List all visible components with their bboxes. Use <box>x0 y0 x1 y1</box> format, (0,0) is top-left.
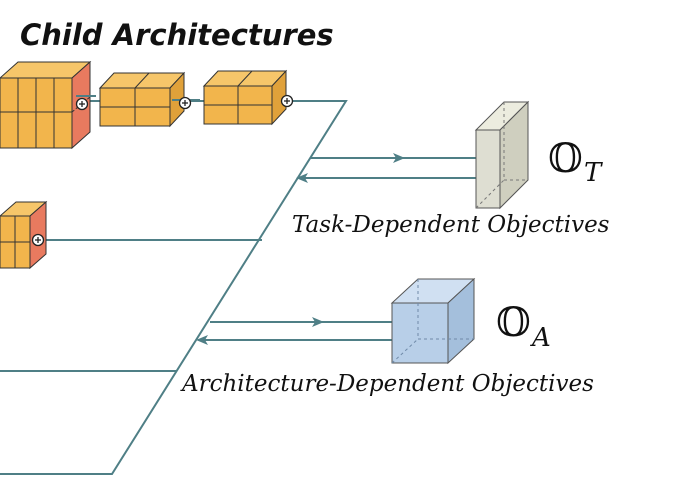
child-block-row1-b <box>98 71 186 128</box>
task-objective-box <box>474 100 530 210</box>
architecture-objective-label: Architecture-Dependent Objectives <box>180 371 594 397</box>
architecture-objective-subscript: A <box>530 323 551 353</box>
task-objective-symbol: 𝕆 <box>548 136 583 182</box>
plus-circle-icon <box>178 96 192 110</box>
plus-circle-icon <box>75 97 89 111</box>
task-objective-subscript: T <box>584 158 603 188</box>
plus-circle-icon <box>280 94 294 108</box>
architecture-objective-symbol: 𝕆 <box>496 300 531 346</box>
architecture-objective-box <box>390 277 476 365</box>
diagram-title: Child Architectures <box>20 18 334 52</box>
child-block-row1-a <box>0 60 92 150</box>
task-objective-label: Task-Dependent Objectives <box>292 212 610 238</box>
child-block-row1-c <box>202 69 288 126</box>
child-block-row2-a <box>0 200 48 270</box>
architecture-plane <box>0 100 348 475</box>
plus-circle-icon <box>31 233 45 247</box>
